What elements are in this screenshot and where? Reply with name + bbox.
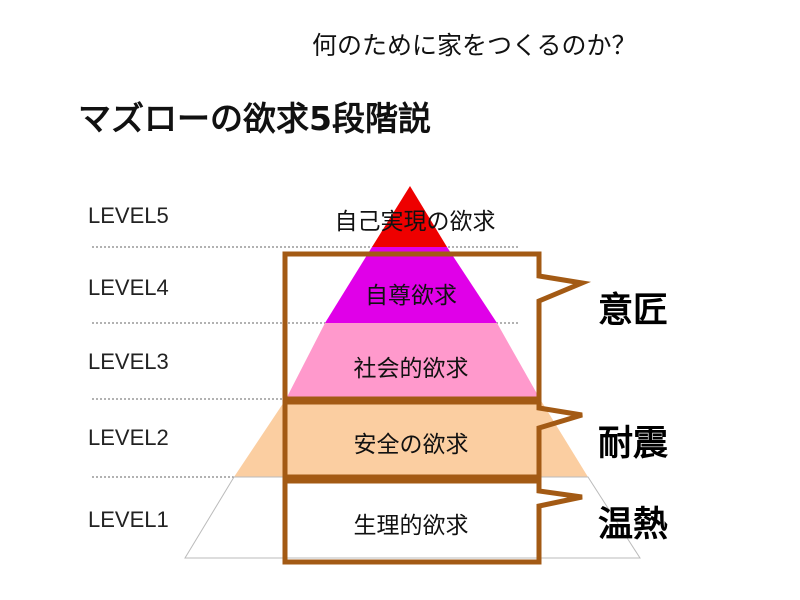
level5-text: 自己実現の欲求	[334, 209, 496, 235]
level3-label: LEVEL3	[88, 349, 169, 374]
pyramid-level4-tier	[325, 247, 497, 323]
thermal-label: 温熱	[598, 505, 669, 545]
level4-label: LEVEL4	[88, 275, 169, 300]
level4-text: 自尊欲求	[365, 283, 457, 309]
page-title: マズローの欲求5段階説	[78, 99, 431, 138]
design-callout-bracket	[282, 251, 592, 402]
thermal-callout-bracket	[282, 478, 583, 565]
level2-text: 安全の欲求	[353, 432, 469, 458]
seismic-label: 耐震	[598, 424, 669, 464]
pyramid-level2-tier	[234, 399, 588, 477]
level2-label: LEVEL2	[88, 425, 169, 450]
design-label: 意匠	[598, 291, 669, 331]
level1-text: 生理的欲求	[353, 513, 469, 539]
level5-label: LEVEL5	[88, 203, 169, 228]
level3-text: 社会的欲求	[353, 356, 469, 382]
seismic-callout-bracket	[282, 399, 583, 480]
level1-label: LEVEL1	[88, 507, 169, 532]
pyramid-level3-tier	[286, 323, 540, 399]
page-subtitle: 何のために家をつくるのか？	[312, 31, 637, 60]
pyramid-level5-tier	[372, 186, 447, 247]
